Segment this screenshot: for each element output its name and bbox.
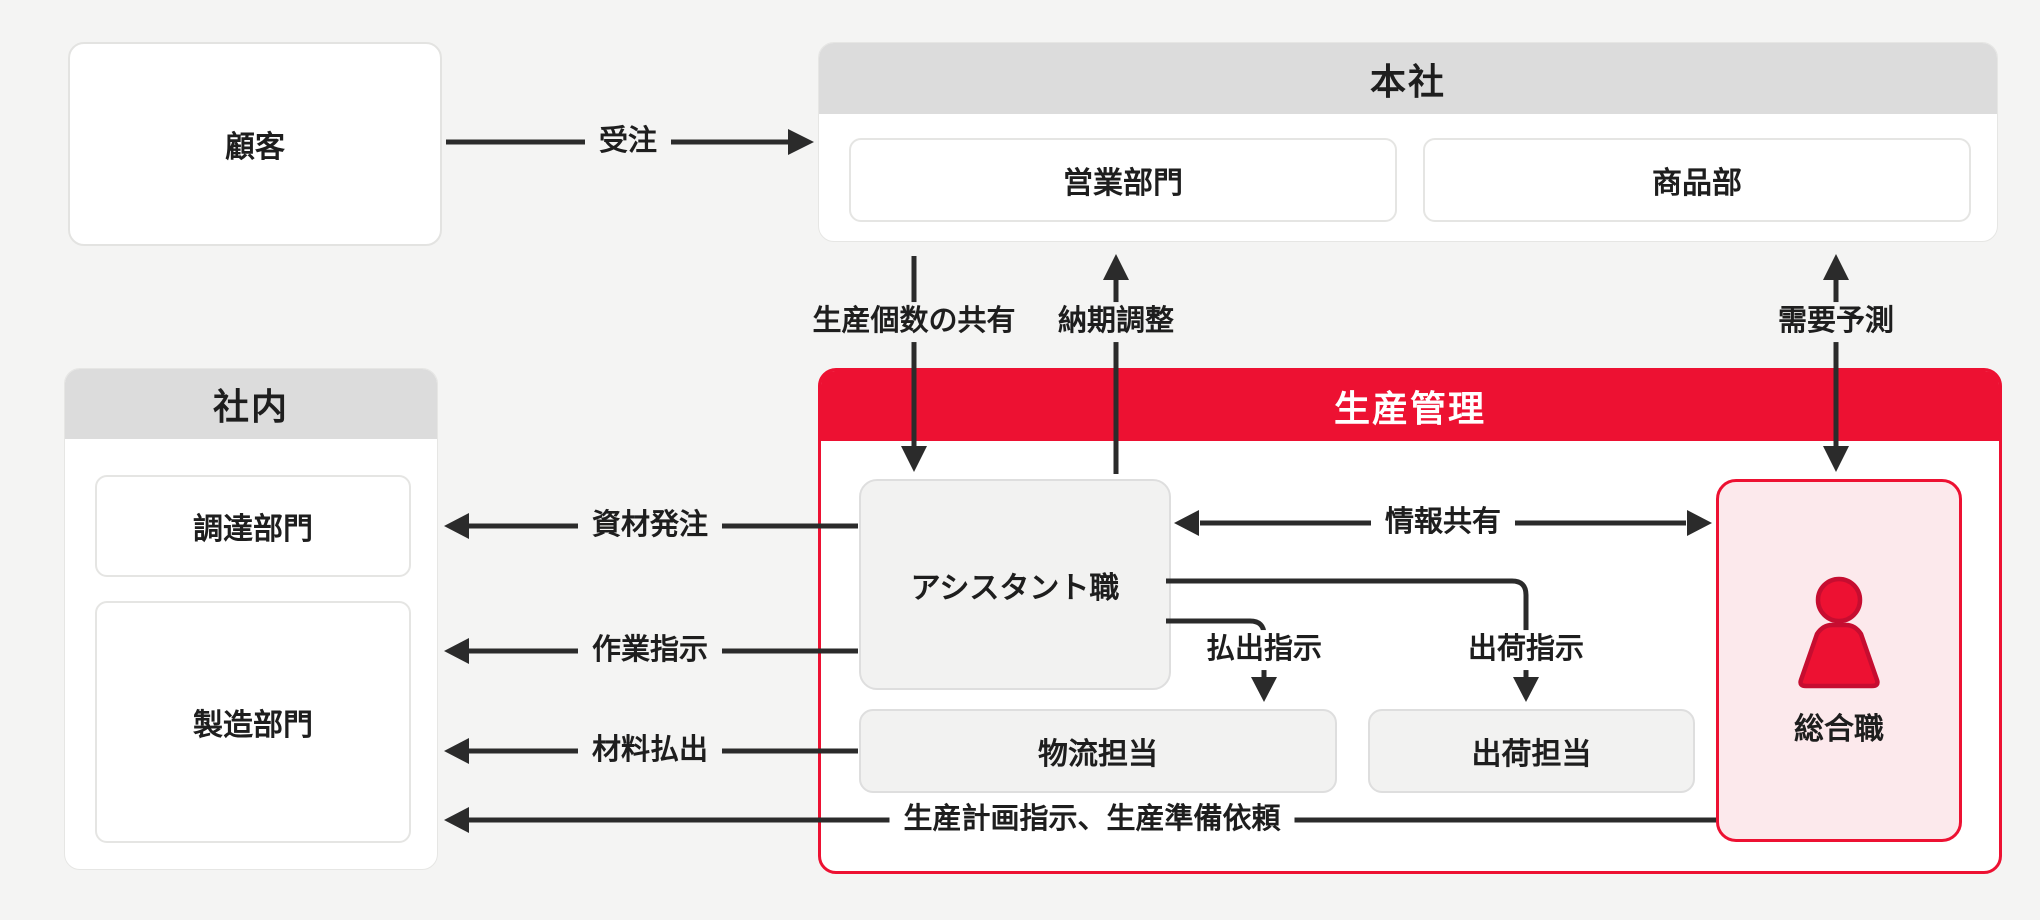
procurement-department-box: 調達部門 (95, 475, 411, 577)
sales-department-label: 営業部門 (1063, 167, 1183, 200)
material-order-arrow-label: 資材発注 (577, 506, 723, 546)
person-icon (1798, 576, 1880, 688)
procurement-department-label: 調達部門 (193, 513, 313, 546)
qty-share-arrow-label: 生産個数の共有 (798, 302, 1030, 342)
production-plan-arrow-label: 生産計画指示、生産準備依頼 (889, 800, 1295, 840)
sales-department-box: 営業部門 (849, 138, 1397, 222)
product-department-box: 商品部 (1423, 138, 1971, 222)
internal-header: 社内 (65, 369, 437, 439)
general-staff-box: 総合職 (1716, 479, 1962, 842)
internal-panel: 社内 調達部門 製造部門 (64, 368, 438, 870)
material-order-arrowhead-left (444, 513, 469, 539)
info-share-arrow-label: 情報共有 (1370, 503, 1516, 543)
demand-forecast-arrow-label: 需要予測 (1763, 302, 1909, 342)
customer-box: 顧客 (68, 42, 442, 246)
delivery-adjust-arrow-label: 納期調整 (1043, 302, 1189, 342)
logistics-box: 物流担当 (859, 709, 1337, 793)
manufacturing-department-label: 製造部門 (193, 709, 313, 742)
general-staff-label: 総合職 (1794, 712, 1884, 746)
demand-forecast-arrowhead-down (1823, 446, 1849, 472)
logistics-label: 物流担当 (1038, 738, 1158, 771)
material-payout-arrow-label: 材料払出 (577, 731, 723, 771)
production-plan-arrowhead-left (444, 807, 469, 833)
production-header: 生産管理 (821, 371, 1999, 441)
qty-share-arrowhead-down (901, 446, 927, 472)
shipping-label: 出荷担当 (1471, 738, 1592, 771)
shipping-instruction-arrow-label: 出荷指示 (1453, 630, 1599, 670)
payout-instruction-arrowhead-down (1251, 677, 1277, 702)
headquarters-panel: 本社 営業部門 商品部 (818, 42, 1998, 242)
delivery-adjust-arrowhead-up (1103, 254, 1129, 280)
production-title: 生産管理 (1333, 388, 1486, 429)
work-instruction-arrowhead-left (444, 638, 469, 664)
work-instruction-arrow-label: 作業指示 (577, 631, 723, 671)
customer-label: 顧客 (225, 131, 285, 164)
manufacturing-department-box: 製造部門 (95, 601, 411, 843)
payout-instruction-arrow-label: 払出指示 (1191, 630, 1337, 670)
material-payout-arrowhead-left (444, 738, 469, 764)
shipping-box: 出荷担当 (1368, 709, 1695, 793)
production-panel: 生産管理 アシスタント職 物流担当 出荷担当 総合職 (818, 368, 2002, 874)
internal-title: 社内 (212, 386, 289, 427)
order-arrow-label: 受注 (584, 122, 672, 162)
info-share-arrowhead-right (1687, 510, 1712, 536)
headquarters-header: 本社 (819, 43, 1997, 114)
assistant-label: アシスタント職 (910, 571, 1120, 605)
headquarters-title: 本社 (1369, 60, 1446, 102)
shipping-instruction-arrowhead-down (1513, 677, 1539, 702)
assistant-box: アシスタント職 (859, 479, 1171, 690)
demand-forecast-arrowhead-up (1823, 254, 1849, 280)
order-arrowhead-right (788, 129, 814, 155)
product-department-label: 商品部 (1652, 167, 1742, 200)
info-share-arrowhead-left (1174, 510, 1199, 536)
shipping-instruction-connector (1166, 578, 1529, 678)
